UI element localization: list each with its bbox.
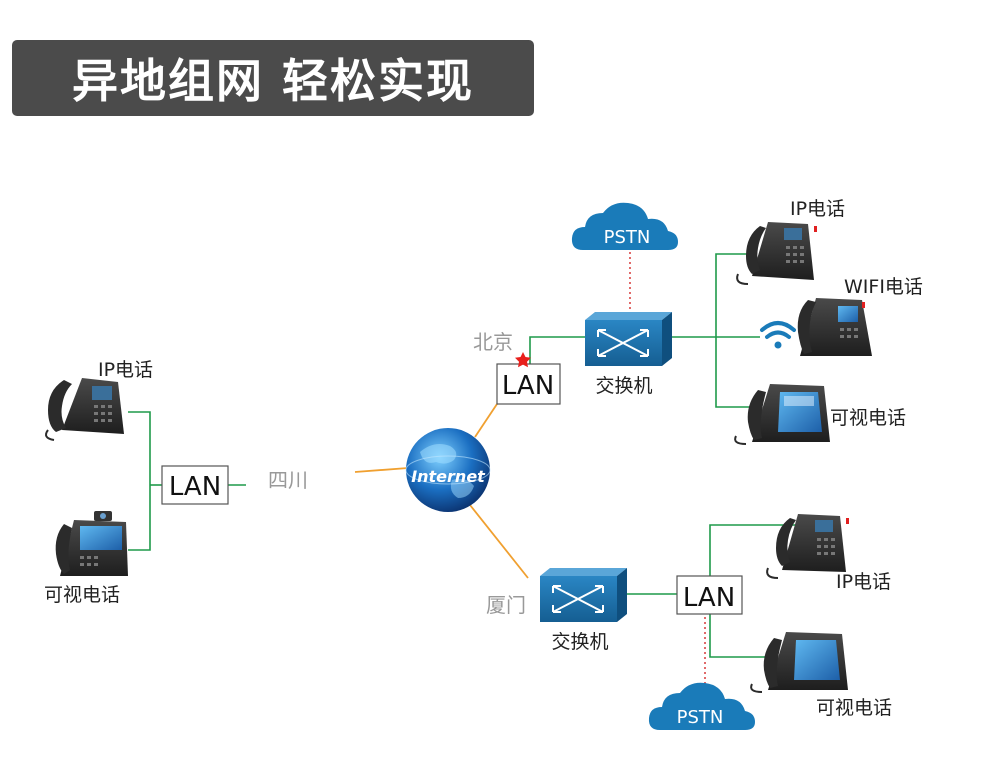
beijing-ip-phone-icon	[736, 222, 817, 285]
title-banner: 异地组网 轻松实现	[12, 40, 534, 116]
xiamen-pstn-label: PSTN	[677, 707, 724, 728]
sichuan-lan-label: LAN	[169, 472, 221, 502]
beijing-lan-box: LAN	[496, 363, 561, 405]
beijing-lan-switch-link	[529, 336, 585, 364]
site-xiamen: 厦门	[486, 593, 526, 617]
sichuan-ip-phone-icon	[45, 378, 124, 441]
xiamen-ip-phone-icon	[766, 514, 849, 579]
beijing-internet-link	[474, 403, 498, 438]
xiamen-lan-box: LAN	[676, 575, 743, 615]
internet-label: Internet	[411, 467, 486, 486]
xiamen-lan-label: LAN	[683, 583, 735, 613]
sichuan-video-phone-icon	[55, 511, 128, 576]
beijing-phone-links	[670, 253, 760, 408]
beijing-star-icon	[515, 352, 531, 368]
sichuan-ip-phone-label: IP电话	[98, 359, 153, 381]
beijing-wifi-phone-icon	[797, 298, 872, 356]
beijing-pstn-label: PSTN	[604, 227, 651, 248]
sichuan-internet-link	[354, 467, 409, 473]
beijing-video-phone-label: 可视电话	[830, 407, 906, 429]
beijing-pstn-cloud-icon: PSTN	[571, 202, 678, 250]
xiamen-switch-label: 交换机	[551, 631, 608, 653]
xiamen-ip-phone-label: IP电话	[836, 571, 891, 593]
wifi-signal-icon	[760, 321, 796, 349]
sichuan-video-phone-label: 可视电话	[44, 584, 120, 606]
xiamen-internet-link	[469, 504, 529, 579]
site-beijing: 北京	[473, 330, 513, 354]
site-sichuan: 四川	[268, 468, 308, 492]
xiamen-video-phone-label: 可视电话	[816, 697, 892, 719]
beijing-switch-icon: 交换机	[585, 312, 672, 397]
beijing-wifi-phone-label: WIFI电话	[844, 276, 923, 298]
xiamen-switch-icon: 交换机	[540, 568, 627, 653]
xiamen-pstn-cloud-icon: PSTN	[648, 682, 755, 730]
xiamen-phone-links	[709, 524, 800, 658]
internet-globe: Internet	[405, 428, 491, 512]
beijing-video-phone-icon	[734, 384, 830, 445]
beijing-ip-phone-label: IP电话	[790, 198, 845, 220]
sichuan-lan-links	[128, 411, 162, 551]
page-title: 异地组网 轻松实现	[71, 54, 474, 108]
beijing-switch-label: 交换机	[595, 375, 652, 397]
sichuan-lan-box: LAN	[161, 465, 229, 505]
xiamen-video-phone-icon	[750, 632, 848, 693]
beijing-lan-label: LAN	[502, 371, 554, 401]
